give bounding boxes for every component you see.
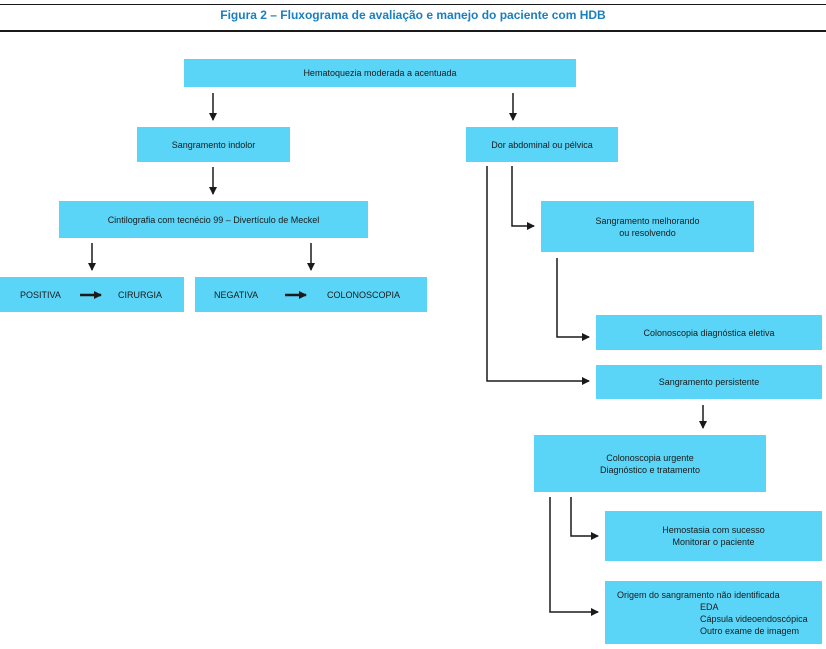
box-colonoscopia-eletiva-label: Colonoscopia diagnóstica eletiva bbox=[643, 327, 775, 338]
box-hematoquezia-label: Hematoquezia moderada a acentuada bbox=[303, 68, 457, 78]
box-sangramento-persistente: Sangramento persistente bbox=[596, 365, 822, 399]
arrow-to-melhorando bbox=[511, 166, 535, 230]
box-origem bbox=[605, 581, 822, 644]
origem-line-4: Outro exame de imagem bbox=[700, 626, 800, 636]
arrow-to-hemostasia bbox=[570, 497, 599, 540]
label-negativa: NEGATIVA bbox=[214, 290, 259, 300]
label-positiva: POSITIVA bbox=[20, 290, 61, 300]
label-cirurgia: CIRURGIA bbox=[118, 290, 163, 300]
arrow-to-colonoscopia-eletiva bbox=[556, 258, 590, 341]
box-urgente-line-2: Diagnóstico e tratamento bbox=[599, 464, 701, 475]
box-sangramento-persistente-label: Sangramento persistente bbox=[658, 377, 760, 387]
top-rule bbox=[0, 4, 826, 5]
box-negativa-colonoscopia bbox=[195, 277, 427, 312]
box-dor-abdominal-label: Dor abdominal ou pélvica bbox=[491, 139, 593, 150]
title-rule bbox=[0, 30, 826, 32]
box-hemostasia-line-1: Hemostasia com sucesso bbox=[662, 525, 765, 535]
box-cintilografia: Cintilografia com tecnécio 99 – Divertíc… bbox=[59, 201, 368, 238]
box-hemostasia-line-2: Monitorar o paciente bbox=[672, 537, 755, 547]
origem-line-2: EDA bbox=[700, 602, 719, 612]
box-colonoscopia-eletiva: Colonoscopia diagnóstica eletiva bbox=[596, 315, 822, 350]
box-cintilografia-label: Cintilografia com tecnécio 99 – Divertíc… bbox=[107, 214, 320, 225]
box-sangramento-indolor-label: Sangramento indolor bbox=[171, 139, 256, 150]
figure-title: Figura 2 – Fluxograma de avaliação e man… bbox=[220, 8, 606, 22]
label-colonoscopia: COLONOSCOPIA bbox=[327, 290, 401, 300]
box-melhorando-line-2: ou resolvendo bbox=[619, 227, 676, 238]
box-sangramento-melhorando: Sangramento melhorando ou resolvendo bbox=[541, 201, 754, 252]
origem-line-1: Origem do sangramento não identificada bbox=[617, 590, 780, 600]
box-melhorando-line-1: Sangramento melhorando bbox=[595, 215, 700, 226]
arrow-to-origem bbox=[549, 497, 599, 616]
box-hematoquezia: Hematoquezia moderada a acentuada bbox=[184, 59, 576, 87]
box-dor-abdominal: Dor abdominal ou pélvica bbox=[466, 127, 618, 162]
box-colonoscopia-urgente: Colonoscopia urgente Diagnóstico e trata… bbox=[534, 435, 766, 492]
origem-line-3: Cápsula videoendoscópica bbox=[700, 614, 808, 624]
arrow-to-persistente bbox=[486, 166, 590, 385]
box-sangramento-indolor: Sangramento indolor bbox=[137, 127, 290, 162]
box-hemostasia: Hemostasia com sucesso Monitorar o pacie… bbox=[605, 511, 822, 561]
box-urgente-line-1: Colonoscopia urgente bbox=[606, 452, 694, 463]
